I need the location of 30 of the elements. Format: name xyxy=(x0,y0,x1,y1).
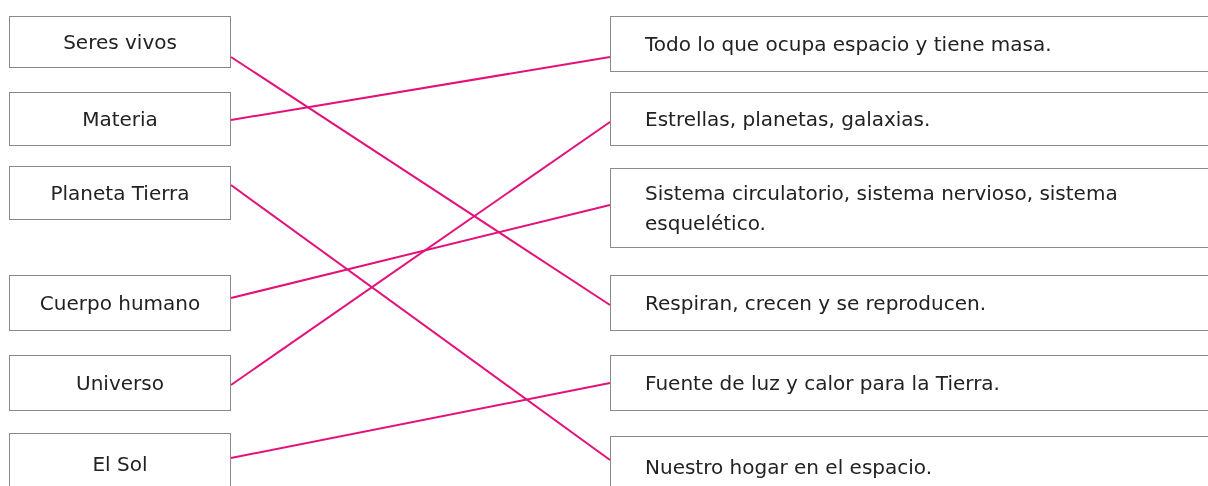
box-text: Nuestro hogar en el espacio. xyxy=(645,453,933,481)
connector-line xyxy=(230,56,611,306)
answer-box xyxy=(9,275,231,331)
answer-box xyxy=(610,355,1208,411)
answer-box xyxy=(9,355,231,411)
box-text: Planeta Tierra xyxy=(50,180,190,207)
connector-line xyxy=(230,184,611,461)
box-text: Seres vivos xyxy=(63,29,177,56)
connector-line xyxy=(230,56,611,121)
answer-box xyxy=(610,168,1208,248)
box-text: Estrellas, planetas, galaxias. xyxy=(645,106,931,133)
answer-box xyxy=(9,166,231,220)
box-text: El Sol xyxy=(92,450,148,478)
answer-box xyxy=(9,16,231,68)
box-text: Materia xyxy=(82,106,158,133)
answer-box xyxy=(9,92,231,146)
answer-box xyxy=(9,433,231,486)
box-text: Respiran, crecen y se reproducen. xyxy=(645,290,987,317)
answer-box xyxy=(610,436,1208,486)
connector-line xyxy=(230,121,611,386)
answer-box xyxy=(610,16,1208,72)
connector-line xyxy=(230,204,611,299)
connector-line xyxy=(230,382,611,459)
box-text: Fuente de luz y calor para la Tierra. xyxy=(645,370,1000,397)
box-text: Sistema circulatorio, sistema nervioso, sistema esquelético. xyxy=(645,180,1119,237)
answer-box xyxy=(610,92,1208,146)
box-text: Cuerpo humano xyxy=(39,290,201,317)
box-text: Todo lo que ocupa espacio y tiene masa. xyxy=(645,31,1052,58)
answer-box xyxy=(610,275,1208,331)
box-text: Universo xyxy=(76,370,164,397)
